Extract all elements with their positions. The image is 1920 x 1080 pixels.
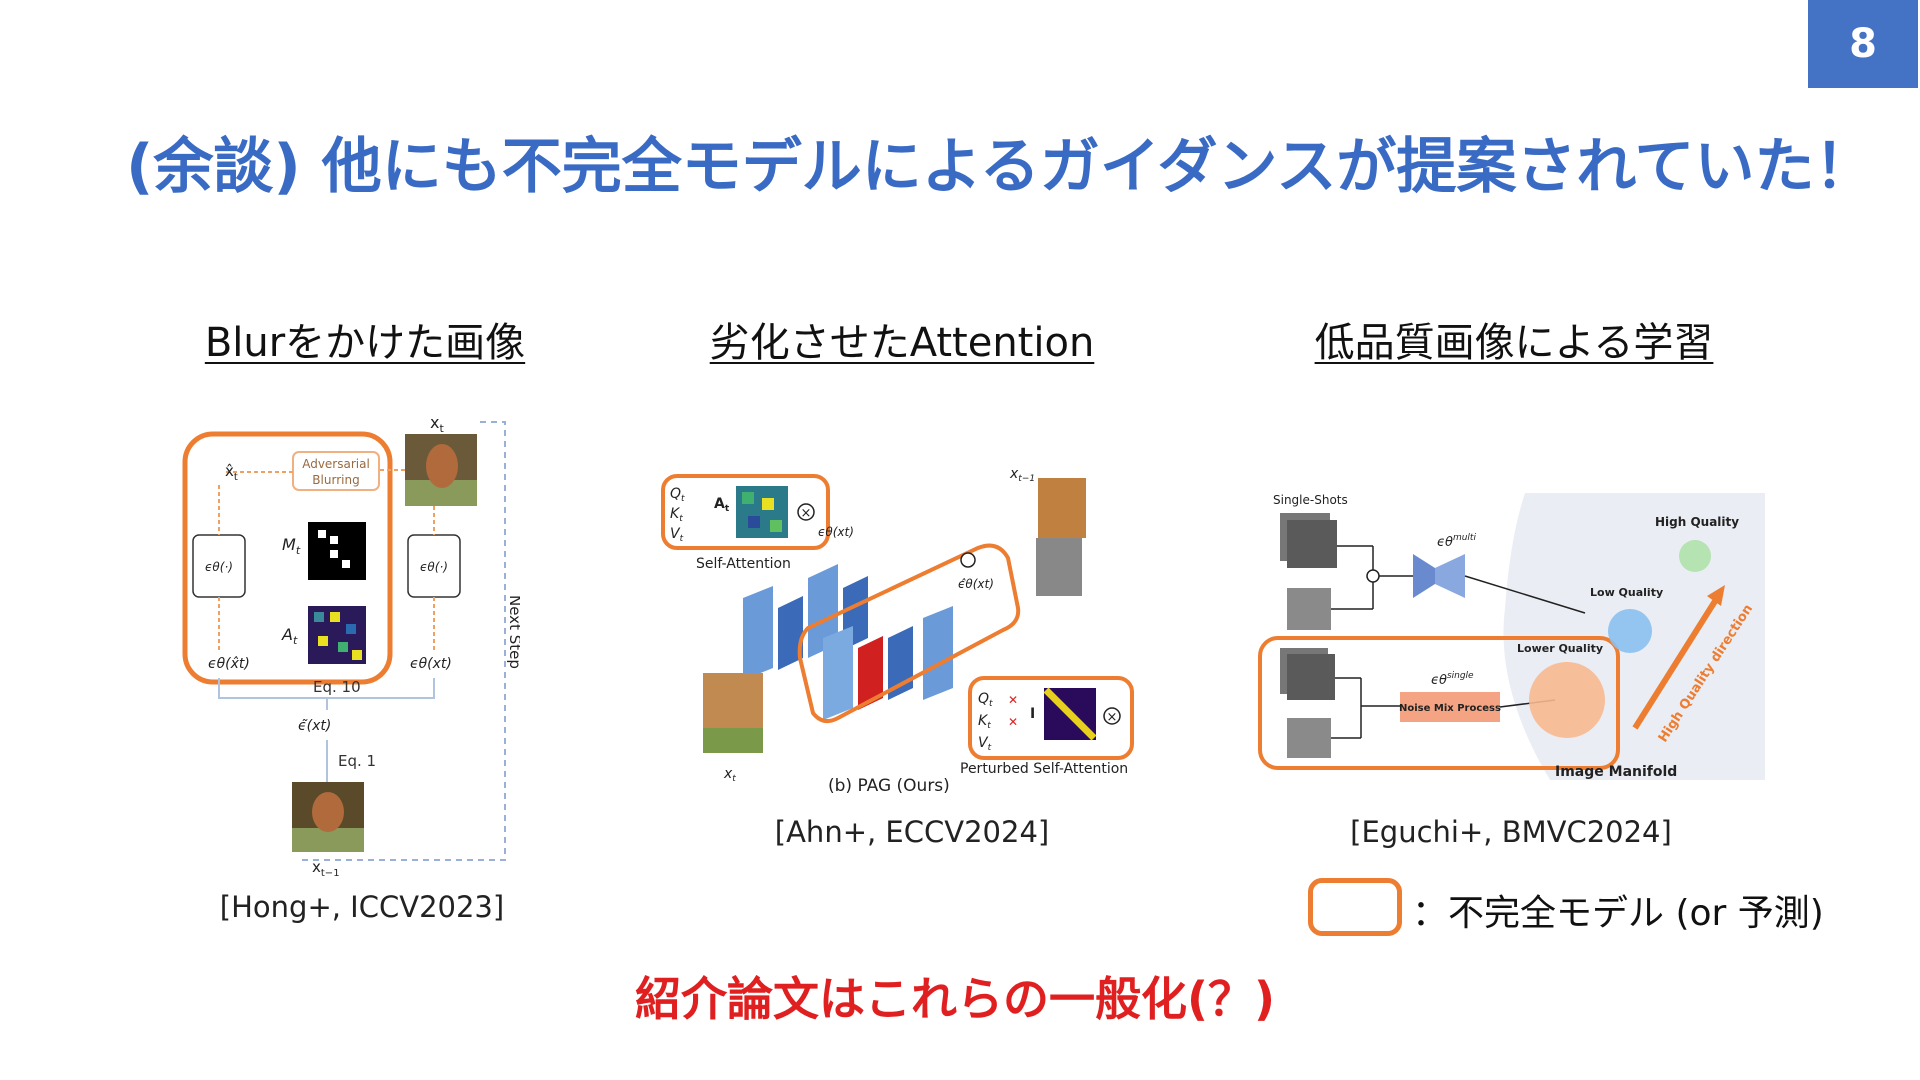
attention-heatmap-icon — [736, 486, 788, 538]
identity-matrix-icon — [1043, 687, 1097, 741]
svg-text:Vt: Vt — [978, 735, 992, 753]
svg-text:Qt: Qt — [670, 486, 685, 504]
label-perturbed-self-attention: Perturbed Self-Attention — [960, 761, 1128, 777]
label-eq10: Eq. 10 — [313, 678, 361, 696]
label-eps: ϵθ(xt) — [410, 656, 452, 672]
noise-image-icon — [1287, 718, 1331, 758]
perturbed-attention-box — [968, 676, 1134, 760]
label-self-attention: Self-Attention — [696, 556, 791, 572]
imperfect-model-highlight — [797, 543, 1021, 724]
svg-text:At: At — [714, 496, 730, 514]
svg-text:Kt: Kt — [670, 506, 683, 524]
self-attention-box — [661, 474, 830, 550]
svg-text:ϵθmulti: ϵθmulti — [1437, 533, 1476, 550]
slide-title: (余談) 他にも不完全モデルによるガイダンスが提案されていた！ — [126, 132, 1875, 202]
unet-blocks — [743, 564, 953, 720]
label-a-t: At — [281, 625, 298, 647]
svg-text:xt: xt — [723, 766, 736, 784]
heading-low-quality: 低品質画像による学習 — [1314, 320, 1714, 366]
legend-swatch — [1308, 878, 1402, 936]
conclusion-text: 紹介論文はこれらの一般化(？) — [634, 972, 1276, 1026]
page-number: 8 — [1808, 0, 1918, 88]
svg-text:Blurring: Blurring — [312, 473, 359, 487]
svg-text:×: × — [801, 506, 812, 521]
svg-text:Qt: Qt — [978, 691, 993, 709]
noise-image-icon — [1287, 588, 1331, 630]
svg-text:xt−1: xt−1 — [1009, 468, 1035, 484]
svg-text:Noise Mix Process: Noise Mix Process — [1399, 703, 1501, 714]
multiply-icon — [1103, 707, 1121, 725]
cross-icon: ✕ — [1008, 715, 1018, 729]
svg-text:Vt: Vt — [670, 526, 684, 544]
label-eps-x: ϵθ(xt) — [818, 525, 854, 539]
label-high-quality: High Quality — [1655, 515, 1739, 529]
attention-map-icon — [308, 606, 366, 664]
figure-perturbed-attention: Qt Kt Vt At × Self-Attention ϵθ(xt) ϵ̂θ( — [658, 468, 1158, 808]
svg-text:ϵθ(·): ϵθ(·) — [420, 560, 448, 574]
heading-attention: 劣化させたAttention — [709, 320, 1095, 366]
imperfect-model-highlight — [182, 431, 393, 685]
low-quality-point — [1608, 609, 1652, 653]
figure-blur-guidance: xt Next Step Adversarial Blurring x̂t Mt… — [180, 410, 520, 880]
label-eps-hat: ϵθ(x̂t) — [208, 656, 250, 672]
figure-low-quality-training: Single-Shots ϵθmulti ϵθsingle Noise Mix … — [1255, 488, 1775, 783]
label-x-t1: xt−1 — [312, 858, 340, 879]
imperfect-model-highlight — [1258, 636, 1620, 770]
label-eps-hat-x: ϵ̂θ(xt) — [958, 577, 994, 591]
label-x-t: xt — [430, 413, 444, 435]
label-lower-quality: Lower Quality — [1517, 642, 1603, 655]
label-eps-tilde: ϵ̃(xt) — [298, 718, 331, 734]
label-m-t: Mt — [282, 535, 301, 557]
svg-text:Kt: Kt — [978, 713, 991, 731]
quality-direction-arrow — [1632, 596, 1720, 730]
label-image-manifold: Image Manifold — [1555, 764, 1677, 780]
citation-ahn: [Ahn+, ECCV2024] — [774, 815, 1050, 849]
legend-text: ：不完全モデル (or 予測) — [1412, 893, 1824, 934]
cross-icon: ✕ — [1008, 693, 1018, 707]
svg-text:Adversarial: Adversarial — [302, 457, 370, 471]
single-shot-image-icon — [1287, 654, 1335, 700]
citation-hong: [Hong+, ICCV2023] — [219, 890, 505, 924]
noise-image-icon — [1036, 538, 1082, 596]
citation-eguchi: [Eguchi+, BMVC2024] — [1350, 815, 1672, 849]
heading-blur: Blurをかけた画像 — [204, 320, 526, 366]
label-next-step: Next Step — [506, 595, 520, 669]
svg-text:×: × — [1107, 710, 1118, 725]
svg-text:ϵθ(·): ϵθ(·) — [205, 560, 233, 574]
label-identity: I — [1030, 706, 1035, 722]
lower-quality-point — [1529, 662, 1605, 738]
label-single-shots: Single-Shots — [1273, 493, 1348, 507]
label-pag-caption: (b) PAG (Ours) — [828, 776, 950, 796]
label-x-hat: x̂t — [225, 462, 238, 483]
noise-mix-process-box — [1400, 692, 1500, 722]
svg-text:ϵθsingle: ϵθsingle — [1431, 671, 1474, 688]
label-low-quality: Low Quality — [1590, 586, 1663, 599]
multi-model-icon — [1413, 554, 1435, 598]
label-eq1: Eq. 1 — [338, 752, 376, 770]
output-dog-image-icon — [1038, 478, 1086, 538]
high-quality-point — [1679, 540, 1711, 572]
multiply-icon — [797, 503, 815, 521]
